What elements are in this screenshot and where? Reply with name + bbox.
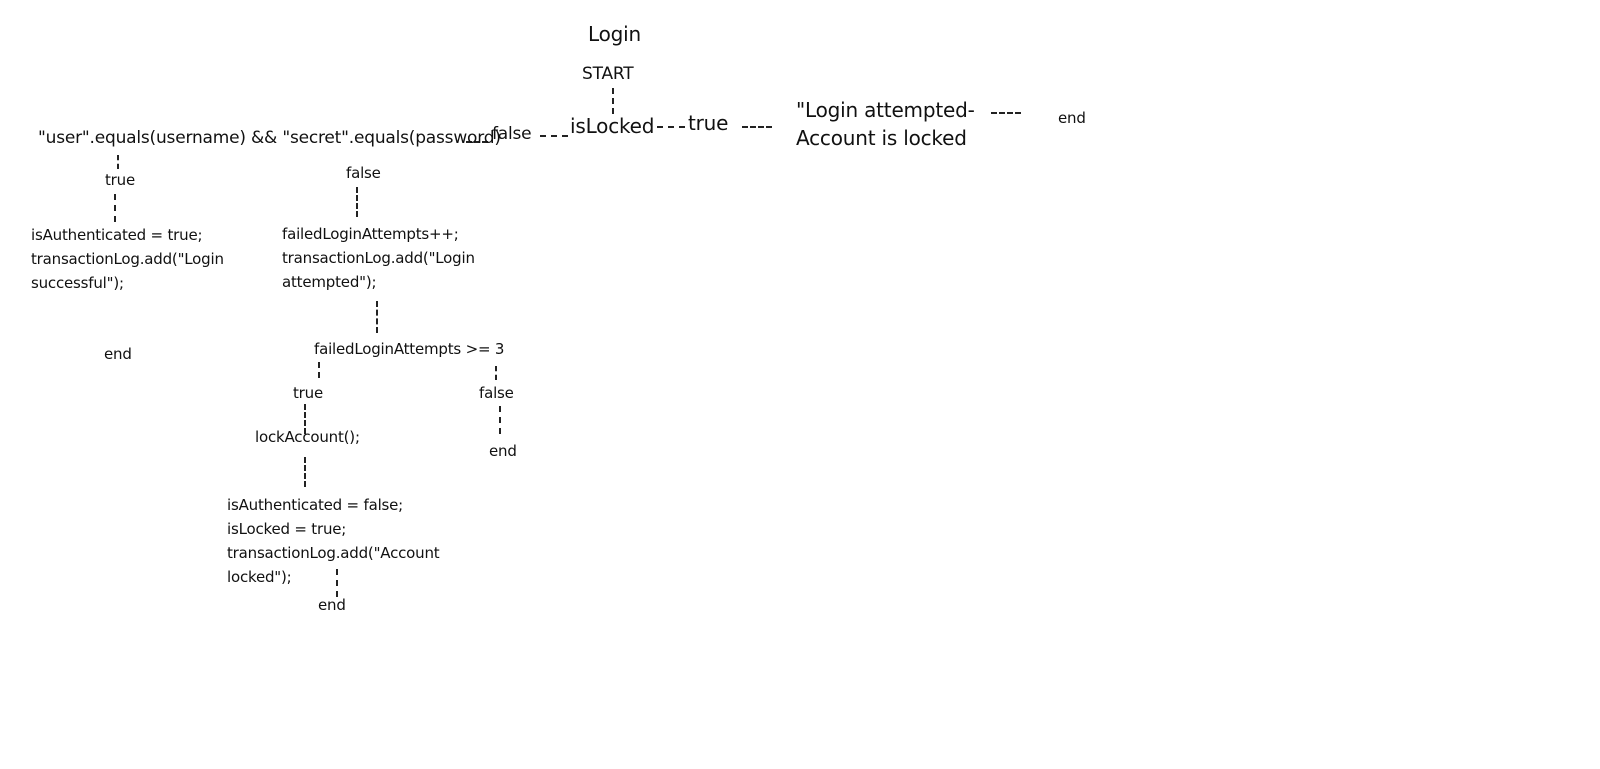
success-line-2: transactionLog.add("Login <box>31 250 224 268</box>
connector-credentials-true <box>117 155 119 169</box>
connector-attempts-false <box>495 366 497 380</box>
attempts-condition: failedLoginAttempts >= 3 <box>314 340 505 358</box>
success-line-1: isAuthenticated = true; <box>31 226 203 244</box>
fail-block: failedLoginAttempts++; transactionLog.ad… <box>282 222 475 294</box>
lock-account-call: lockAccount(); <box>255 428 360 446</box>
credentials-true-label: true <box>105 171 135 189</box>
islocked-condition: isLocked <box>570 114 655 138</box>
success-block: isAuthenticated = true; transactionLog.a… <box>31 223 224 295</box>
fail-line-2: transactionLog.add("Login <box>282 249 475 267</box>
connector-true-message <box>742 126 772 128</box>
connector-false-credentials <box>466 141 488 143</box>
connector-fail-attempts <box>376 301 378 333</box>
diagram-title: Login <box>588 22 641 46</box>
success-line-3: successful"); <box>31 274 124 292</box>
credential-check-condition: "user".equals(username) && "secret".equa… <box>38 128 501 148</box>
connector-true-lock <box>304 404 306 434</box>
islocked-true-label: true <box>688 111 729 135</box>
attempts-true-label: true <box>293 384 323 402</box>
lock-line-3: transactionLog.add("Account <box>227 544 440 562</box>
connector-lock-end <box>336 569 338 597</box>
lock-block: isAuthenticated = false; isLocked = true… <box>227 493 440 589</box>
connector-islocked-true <box>657 126 685 128</box>
locked-message: "Login attempted- Account is locked <box>796 96 975 152</box>
connector-false-end <box>499 406 501 434</box>
start-node: START <box>582 64 634 84</box>
connector-attempts-true <box>318 362 320 378</box>
connector-true-success <box>114 194 116 222</box>
attempts-false-end-node: end <box>489 442 517 460</box>
credentials-false-label: false <box>346 164 381 182</box>
lock-line-1: isAuthenticated = false; <box>227 496 404 514</box>
locked-end-node: end <box>1058 109 1086 127</box>
fail-line-3: attempted"); <box>282 273 377 291</box>
lock-end-node: end <box>318 596 346 614</box>
connector-message-end <box>991 112 1021 114</box>
connector-start-islocked <box>612 88 614 114</box>
islocked-false-label: false <box>492 124 532 144</box>
lock-line-2: isLocked = true; <box>227 520 347 538</box>
success-end-node: end <box>104 345 132 363</box>
locked-message-line-2: Account is locked <box>796 126 967 150</box>
connector-false-fail <box>356 187 358 217</box>
connector-lock-block <box>304 457 306 487</box>
fail-line-1: failedLoginAttempts++; <box>282 225 459 243</box>
lock-line-4: locked"); <box>227 568 292 586</box>
connector-islocked-false <box>540 135 568 137</box>
attempts-false-label: false <box>479 384 514 402</box>
locked-message-line-1: "Login attempted- <box>796 98 975 122</box>
